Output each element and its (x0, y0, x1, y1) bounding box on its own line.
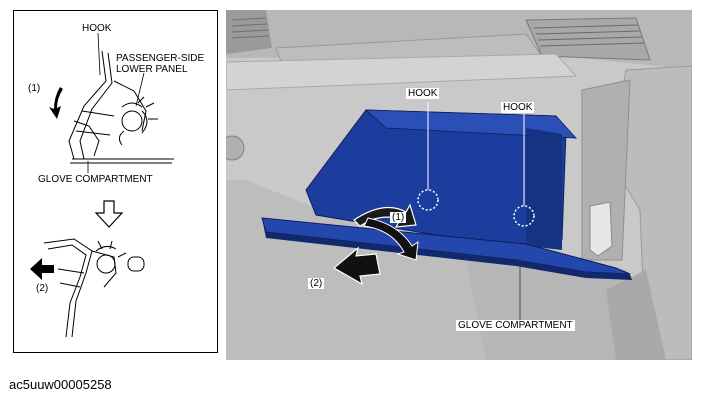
hook-marker-b (513, 205, 535, 227)
step-1-label: (1) (390, 212, 407, 223)
hook-detail-panel: HOOK PASSENGER-SIDE LOWER PANEL (1) GLOV… (13, 10, 218, 353)
step-2-label: (2) (308, 278, 325, 289)
dashboard-drawing (226, 10, 692, 360)
hook-marker-a (417, 189, 439, 211)
glove-compartment-label: GLOVE COMPARTMENT (456, 320, 575, 331)
hook-label: HOOK (82, 23, 112, 34)
dashboard-top (226, 10, 651, 91)
step-2-label: (2) (36, 283, 49, 294)
hook-label-a: HOOK (406, 88, 440, 99)
hook-leader-line (97, 32, 101, 76)
next-step-arrow-icon (94, 200, 124, 228)
step-1-label: (1) (28, 83, 41, 94)
pull-left-arrow-icon (30, 258, 54, 280)
hook-label-b: HOOK (501, 102, 535, 113)
hook-detail-drawing (30, 32, 174, 338)
hook-released-sketch (43, 238, 145, 338)
glove-compartment-label: GLOVE COMPARTMENT (38, 174, 153, 185)
hook-engaged-sketch (68, 50, 174, 164)
pull-out-arrow-icon (332, 246, 381, 286)
figure-id: ac5uuw00005258 (9, 377, 112, 392)
glove-compartment-illustration: HOOK HOOK (1) (2) GLOVE COMPARTMENT (226, 10, 692, 360)
passenger-panel-label-line1: PASSENGER-SIDE (116, 53, 205, 64)
rotate-down-arrow-icon (49, 87, 63, 119)
passenger-panel-label-line2: LOWER PANEL (116, 64, 188, 75)
panel-leader-line (135, 72, 145, 107)
